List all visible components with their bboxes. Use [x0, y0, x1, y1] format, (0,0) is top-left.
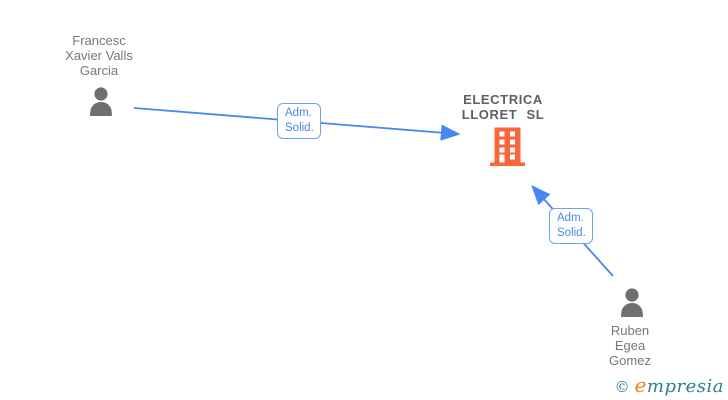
person2-name: Ruben Egea Gomez [565, 323, 695, 368]
person1-name-line1: Francesc [72, 33, 126, 48]
person1-node[interactable] [87, 87, 115, 116]
person-icon [90, 87, 112, 116]
person2-name-line1: Ruben [610, 323, 650, 338]
company-name-line2: LLORET SL [461, 106, 545, 122]
edge1-label-line1: Adm. [285, 107, 312, 119]
brand-rest: mpresia [646, 376, 724, 397]
edge1-label-adm-solid: Adm. Solid. [277, 103, 321, 139]
person1-name-line3: Garcia [79, 63, 119, 78]
edge2-label-adm-solid: Adm. Solid. [549, 208, 593, 244]
person2-name-line2: Egea [614, 338, 646, 353]
person2-node[interactable] [618, 288, 646, 317]
copyright-icon: © [614, 378, 630, 396]
person1-name: Francesc Xavier Valls Garcia [34, 33, 164, 78]
company-name-line1: ELECTRICA [463, 92, 543, 107]
person2-name-line3: Gomez [609, 353, 651, 368]
building-icon [490, 127, 525, 166]
empresia-brand-text: empresia [635, 373, 724, 397]
empresia-logo[interactable]: © empresia [615, 373, 724, 397]
company-name: ELECTRICA LLORET SL [428, 92, 578, 122]
person-icon [621, 288, 643, 317]
person1-name-line2: Xavier Valls [65, 48, 133, 63]
brand-initial: e [634, 373, 647, 397]
company-node[interactable] [490, 126, 525, 166]
edge2-label-line2: Solid. [557, 227, 586, 239]
edge1-label-line2: Solid. [285, 122, 314, 134]
edge2-label-line1: Adm. [557, 212, 584, 224]
